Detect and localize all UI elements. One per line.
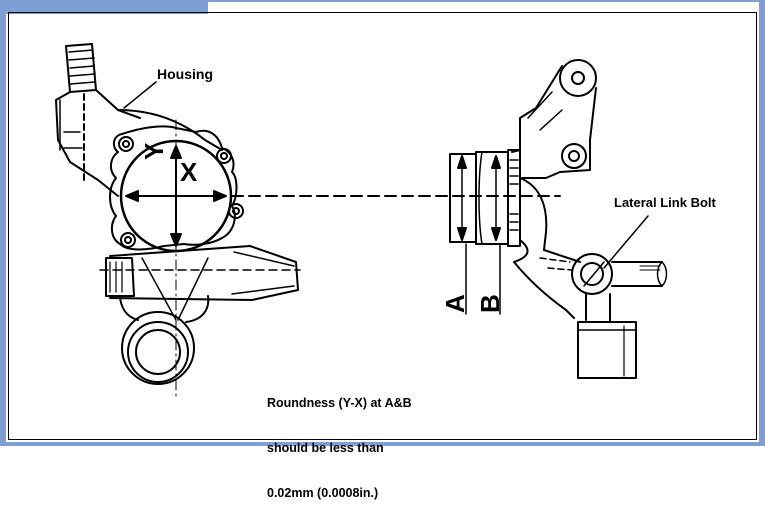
y-axis-label: Y: [139, 142, 169, 160]
x-axis-label: X: [180, 157, 198, 187]
note-line-3: 0.02mm (0.0008in.): [267, 486, 379, 500]
header-rule: [208, 0, 765, 2]
housing-figure: [55, 43, 301, 401]
header-tab: [0, 0, 208, 14]
a-measurement-label: A: [440, 294, 470, 313]
note-line-2: should be less than: [267, 441, 384, 455]
roundness-note: Roundness (Y-X) at A&B should be less th…: [267, 366, 412, 516]
page-frame: [0, 0, 765, 446]
lateral-link-bolt-label: Lateral Link Bolt: [614, 195, 716, 210]
housing-label: Housing: [157, 66, 213, 82]
note-line-1: Roundness (Y-X) at A&B: [267, 396, 412, 410]
diagram-drawing: [55, 43, 668, 401]
lateral-link-figure: [449, 59, 668, 379]
diagram-panel: [8, 12, 757, 440]
b-measurement-label: B: [475, 294, 505, 313]
